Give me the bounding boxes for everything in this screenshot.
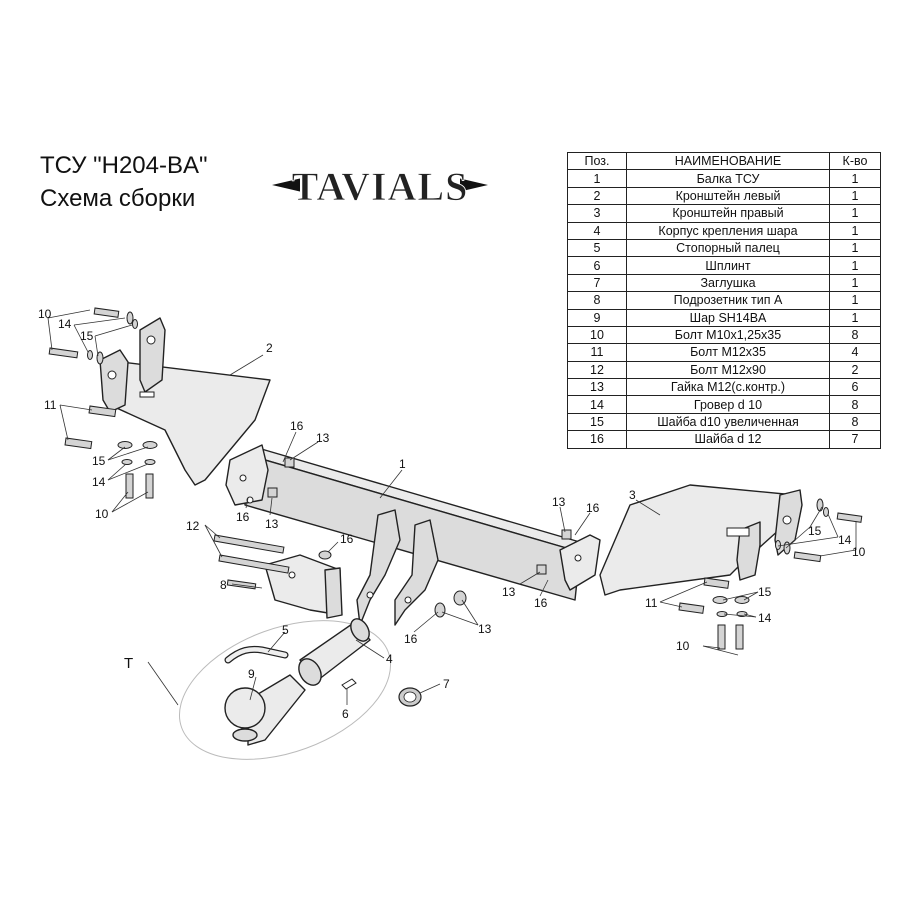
callout-10: 10 <box>95 507 109 521</box>
tow-beam <box>225 444 601 626</box>
position-cell: 10 <box>567 325 627 345</box>
cotter-pin <box>341 678 357 690</box>
callout-15: 15 <box>92 454 106 468</box>
name-cell: Подрозетник тип А <box>626 291 830 310</box>
callout-11: 11 <box>44 398 57 412</box>
callout-16: 16 <box>534 596 548 610</box>
callout-14: 14 <box>58 317 72 331</box>
position-cell: 12 <box>567 360 627 380</box>
name-cell: Кронштейн правый <box>626 204 830 223</box>
callout-12: 12 <box>186 519 200 533</box>
callout-16: 16 <box>586 501 600 515</box>
callout-5: 5 <box>282 623 289 637</box>
name-cell: Болт М12х35 <box>626 343 830 362</box>
quantity-cell: 1 <box>829 221 881 240</box>
callout-13: 13 <box>265 517 279 531</box>
name-cell: Корпус крепления шара <box>626 221 830 240</box>
callout-13: 13 <box>502 585 516 599</box>
position-cell: 13 <box>567 378 627 397</box>
tavials-logo: TAVIALS <box>272 162 488 209</box>
callout-leaders <box>47 309 857 706</box>
callout-16: 16 <box>236 510 250 524</box>
tow-ball <box>224 674 306 746</box>
quantity-cell: 8 <box>829 325 881 345</box>
callout-14: 14 <box>758 611 772 625</box>
callout-11: 11 <box>645 596 658 610</box>
name-cell: Гровер d 10 <box>626 395 830 414</box>
name-cell: Болт М12х90 <box>626 360 830 380</box>
callout-15: 15 <box>758 585 772 599</box>
socket-bracket <box>264 554 343 619</box>
fastener-hardware <box>48 307 863 650</box>
callout-13: 13 <box>478 622 492 636</box>
callout-14: 14 <box>838 533 852 547</box>
callout-4: 4 <box>386 652 393 666</box>
callout-13: 13 <box>552 495 566 509</box>
logo-text: TAVIALS <box>292 164 469 209</box>
callout-10: 10 <box>852 545 866 559</box>
column-header: НАИМЕНОВАНИЕ <box>626 151 830 171</box>
left-bracket <box>99 317 271 486</box>
callout-16: 16 <box>404 632 418 646</box>
diagram-title: ТСУ "H204-BA" <box>40 152 208 179</box>
callout-9: 9 <box>248 667 255 681</box>
callout-15: 15 <box>808 524 822 538</box>
callout-16: 16 <box>290 419 304 433</box>
callout-10: 10 <box>38 307 52 321</box>
callout-14: 14 <box>92 475 106 489</box>
callout-7: 7 <box>443 677 450 691</box>
ball-assembly-outline <box>178 620 392 760</box>
quantity-cell: 4 <box>829 343 881 362</box>
callout-8: 8 <box>220 578 227 592</box>
name-cell: Шайба d 12 <box>626 430 830 449</box>
callout-labels: 10 14 15 11 15 14 10 2 16 13 1 16 13 12 … <box>38 307 866 721</box>
quantity-cell: 7 <box>829 430 881 449</box>
callout-2: 2 <box>266 341 273 355</box>
name-cell: Шплинт <box>626 256 830 275</box>
callout-16: 16 <box>340 532 354 546</box>
diagram-subtitle: Схема сборки <box>40 185 196 212</box>
callout-6: 6 <box>342 707 349 721</box>
callout-T: T <box>124 655 133 672</box>
callout-1: 1 <box>399 457 406 471</box>
callout-3: 3 <box>629 488 636 502</box>
ball-housing <box>298 618 371 686</box>
callout-13: 13 <box>316 431 330 445</box>
position-cell: 16 <box>567 430 627 449</box>
name-cell: Стопорный палец <box>626 238 830 258</box>
callout-15: 15 <box>80 329 94 343</box>
callout-10: 10 <box>676 639 690 653</box>
